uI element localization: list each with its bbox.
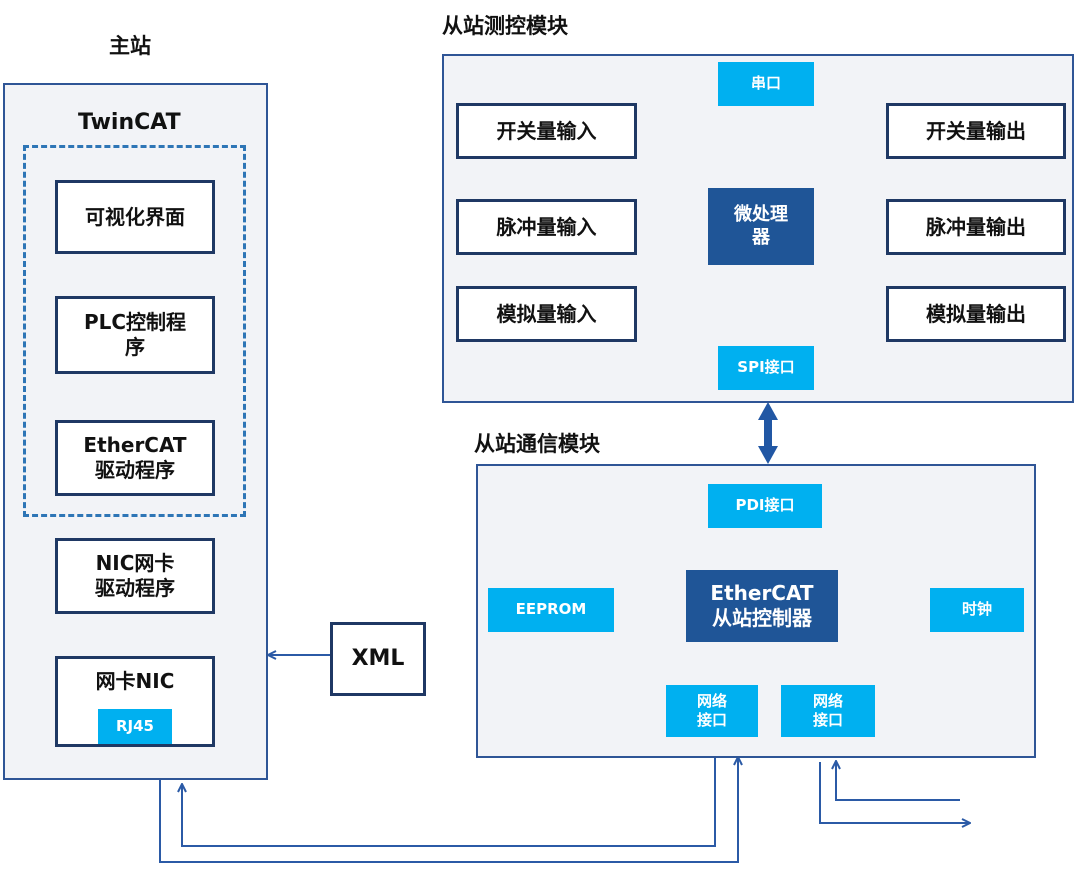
xml-box: XML [330,622,426,696]
visual-ui-box: 可视化界面 [55,180,215,254]
mcu-label-line1: 微处理 [734,204,788,225]
mcu-box: 微处理 器 [708,188,814,265]
network-port-2: 网络 接口 [781,685,875,737]
network-port-2-line2: 接口 [812,711,843,729]
eeprom-label: EEPROM [515,600,587,619]
ethercat-driver-line1: EtherCAT [83,433,187,457]
twincat-label: TwinCAT [78,110,181,135]
network-port-1: 网络 接口 [666,685,758,737]
pulse-output-label: 脉冲量输出 [926,214,1026,239]
plc-label-line1: PLC控制程 [83,310,187,334]
pulse-input-box: 脉冲量输入 [456,199,637,255]
master-title: 主站 [109,34,151,58]
ethercat-slave-controller-box: EtherCAT 从站控制器 [686,570,838,642]
nic-driver-box: NIC网卡 驱动程序 [55,538,215,614]
ethercat-driver-box: EtherCAT 驱动程序 [55,420,215,496]
twincat-boundary [23,145,246,517]
network-port-1-line1: 网络 [696,691,727,710]
digital-output-label: 开关量输出 [926,118,1026,143]
xml-label: XML [351,646,405,672]
clock-label: 时钟 [961,600,992,619]
eeprom-box: EEPROM [488,588,614,632]
mcu-label-line2: 器 [752,226,770,248]
digital-input-label: 开关量输入 [496,118,597,143]
analog-input-box: 模拟量输入 [456,286,637,342]
pulse-input-label: 脉冲量输入 [496,214,597,239]
esc-label-line1: EtherCAT [710,581,814,605]
network-port-1-line2: 接口 [696,711,727,729]
pulse-output-box: 脉冲量输出 [886,199,1066,255]
analog-output-box: 模拟量输出 [886,286,1066,342]
visual-ui-label: 可视化界面 [85,204,185,229]
plc-program-box: PLC控制程 序 [55,296,215,374]
comm-module-title: 从站通信模块 [474,432,600,456]
pdi-port-box: PDI接口 [708,484,822,528]
nic-card-label: 网卡NIC [95,669,175,693]
digital-input-box: 开关量输入 [456,103,637,159]
pdi-port-label: PDI接口 [735,496,795,515]
nic-driver-line2: 驱动程序 [95,576,175,600]
plc-label-line2: 序 [125,335,145,359]
network-port-2-line1: 网络 [812,691,843,710]
analog-output-label: 模拟量输出 [926,301,1026,326]
rj45-port: RJ45 [98,709,172,744]
serial-port-label: 串口 [750,74,781,93]
clock-box: 时钟 [930,588,1024,632]
digital-output-box: 开关量输出 [886,103,1066,159]
serial-port-box: 串口 [718,62,814,106]
spi-port-label: SPI接口 [737,358,795,377]
nic-driver-line1: NIC网卡 [95,551,175,575]
rj45-label: RJ45 [115,716,154,735]
io-module-title: 从站测控模块 [442,14,568,38]
ethercat-driver-line2: 驱动程序 [95,458,175,482]
analog-input-label: 模拟量输入 [496,301,597,326]
nic-card-box: 网卡NIC [55,656,215,747]
spi-port-box: SPI接口 [718,346,814,390]
esc-label-line2: 从站控制器 [712,606,812,630]
